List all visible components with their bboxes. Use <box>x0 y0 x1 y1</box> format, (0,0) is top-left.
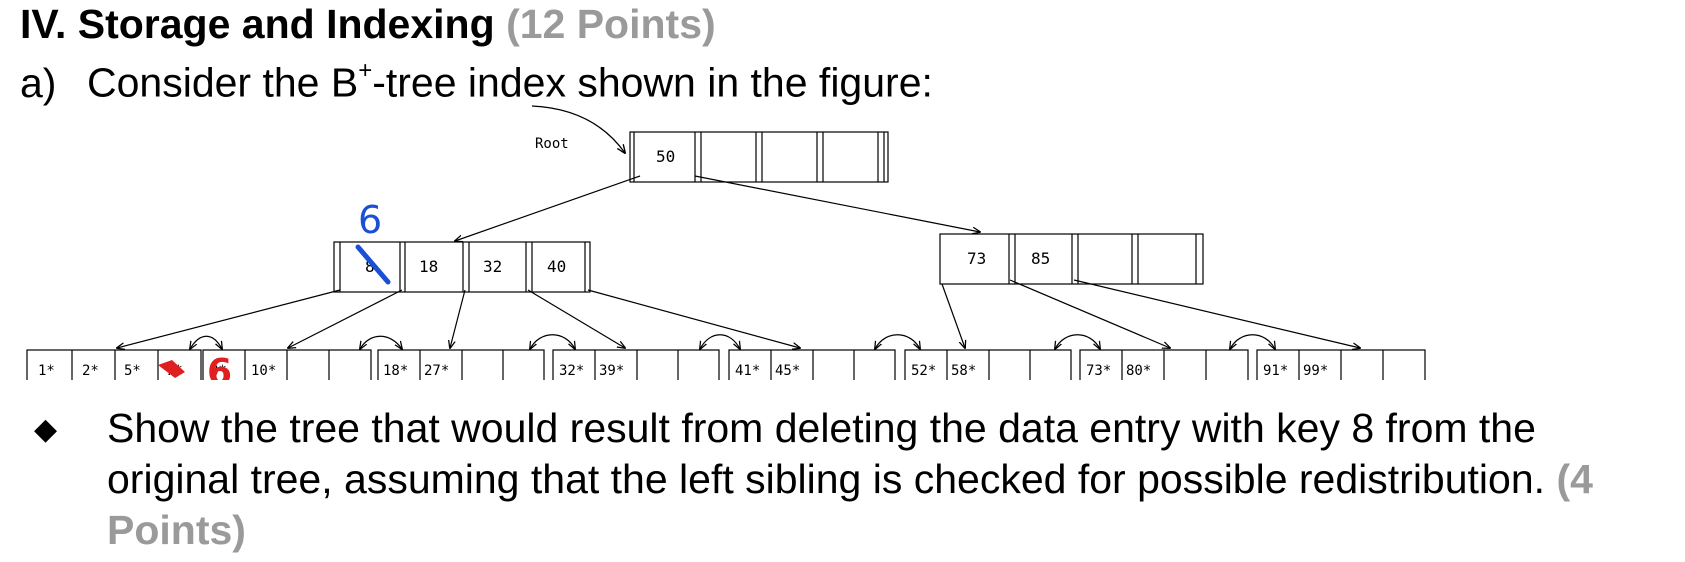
leaf-6-entry-1: 52* <box>911 363 936 379</box>
leaf-pointer-1 <box>117 289 341 348</box>
leaf-node-4 <box>552 349 720 380</box>
bplus-tree-diagram: Root 50 8 18 32 40 7 <box>26 105 1426 380</box>
internal-left-key-1: 8 <box>365 257 375 276</box>
question-text-after: -tree index shown in the figure: <box>372 59 933 106</box>
leaf-pointer-6 <box>941 283 965 348</box>
leaf-node-6 <box>904 349 1072 380</box>
leaf-7-entry-1: 73* <box>1086 363 1111 379</box>
leaf-node-2 <box>202 349 372 380</box>
internal-left-key-4: 40 <box>547 257 566 276</box>
leaf-5-entry-1: 41* <box>735 363 760 379</box>
red-scribble-mark <box>158 360 185 378</box>
leaf-node-8 <box>1256 349 1426 380</box>
task-text: Show the tree that would result from del… <box>107 405 1546 502</box>
question-prompt: a) Consider the B+-tree index shown in th… <box>20 50 933 108</box>
section-heading: IV. Storage and Indexing (12 Points) <box>20 0 716 48</box>
leaf-pointer-7 <box>1009 279 1170 348</box>
section-points: (12 Points) <box>506 1 716 47</box>
leaf-2-entry-2: 10* <box>251 363 276 379</box>
diamond-bullet-icon: ◆ <box>34 413 58 446</box>
root-pointer-arrow <box>531 105 625 153</box>
internal-left-key-3: 32 <box>483 257 502 276</box>
leaf-7-entry-2: 80* <box>1126 363 1151 379</box>
internal-right-key-2: 85 <box>1031 249 1050 268</box>
root-label: Root <box>535 136 569 152</box>
internal-left-key-2: 18 <box>419 257 438 276</box>
leaf-1-entry-3: 5* <box>124 363 141 379</box>
leaf-1-entry-2: 2* <box>82 363 99 379</box>
question-label: a) <box>20 59 57 106</box>
leaf-pointer-8 <box>1073 279 1360 348</box>
root-right-pointer <box>694 175 980 232</box>
leaf-node-1 <box>26 349 202 380</box>
handwritten-red-number: 6 <box>207 352 232 380</box>
leaf-pointer-3 <box>450 289 466 348</box>
leaf-6-entry-2: 58* <box>951 363 976 379</box>
internal-node-right <box>939 233 1204 285</box>
leaf-node-3 <box>377 349 545 380</box>
leaf-8-entry-2: 99* <box>1303 363 1328 379</box>
root-node <box>629 131 889 183</box>
question-superscript: + <box>358 57 373 84</box>
root-left-pointer <box>455 175 641 241</box>
leaf-pointer-5 <box>587 289 800 348</box>
blue-strikeout-mark <box>355 244 391 285</box>
handwritten-blue-number: 6 <box>358 198 382 242</box>
root-key: 50 <box>656 147 675 166</box>
task-statement: Show the tree that would result from del… <box>107 403 1667 556</box>
internal-right-key-1: 73 <box>967 249 986 268</box>
question-text-before: Consider the B <box>87 59 359 106</box>
leaf-4-entry-1: 32* <box>559 363 584 379</box>
leaf-pointer-4 <box>527 289 625 348</box>
leaf-3-entry-2: 27* <box>424 363 449 379</box>
leaf-1-entry-1: 1* <box>38 363 55 379</box>
leaf-5-entry-2: 45* <box>775 363 800 379</box>
leaf-3-entry-1: 18* <box>383 363 408 379</box>
leaf-8-entry-1: 91* <box>1263 363 1288 379</box>
leaf-4-entry-2: 39* <box>599 363 624 379</box>
sibling-links <box>190 334 1275 349</box>
leaf-2-entry-1: 8* <box>210 363 227 379</box>
leaf-node-5 <box>728 349 896 380</box>
leaf-node-7 <box>1079 349 1249 380</box>
leaf-pointer-2 <box>288 289 403 348</box>
task-points: (4 Points) <box>107 456 1593 553</box>
section-title: IV. Storage and Indexing <box>20 1 495 47</box>
